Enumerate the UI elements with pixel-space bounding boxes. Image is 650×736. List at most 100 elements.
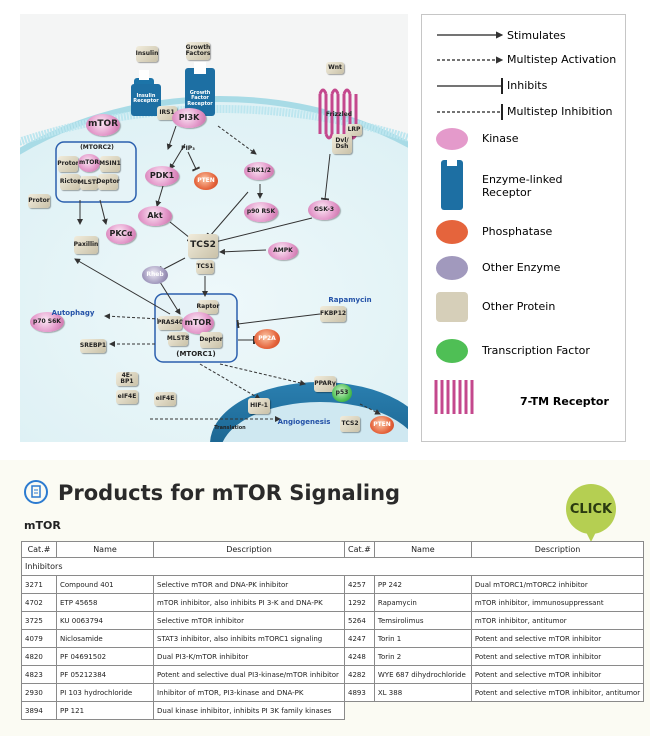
legend-multistep-activation: Multistep Activation	[507, 53, 617, 66]
srebp1-node: SREBP1	[80, 339, 106, 353]
p90rsk-kinase: p90 RSK	[244, 202, 278, 222]
product-name[interactable]: ETP 45658	[56, 593, 154, 612]
product-description: STAT3 inhibitor, also inhibits mTORC1 si…	[153, 629, 345, 648]
group-label: Inhibitors	[20, 557, 645, 576]
product-name[interactable]: PF 04691502	[56, 647, 154, 666]
product-description: Potent and selective dual PI3-kinase/mTO…	[153, 665, 345, 684]
product-name[interactable]: Rapamycin	[373, 593, 472, 612]
products-table: Cat.# Name Description Cat.# Name Descri…	[20, 541, 645, 720]
product-description: mTOR inhibitor, immunosuppressant	[470, 593, 645, 612]
cat-number: 4702	[21, 593, 57, 612]
section-label: mTOR	[24, 519, 61, 532]
col-desc-right: Description	[470, 541, 645, 558]
pathway-graphics	[20, 62, 408, 442]
p70s6k-kinase: p70 S6K	[30, 312, 64, 332]
mlst8-mtorc1-node: MLST8	[167, 332, 189, 346]
growth-factors-ligand: Growth Factors	[186, 42, 210, 60]
cat-number: 3725	[21, 611, 57, 630]
legend-7tm-receptor: 7-TM Receptor	[520, 395, 609, 408]
cat-number: 4079	[21, 629, 57, 648]
cat-number: 2930	[21, 683, 57, 702]
fkbp12-node: FKBP12	[320, 306, 346, 322]
col-name-left: Name	[56, 541, 154, 558]
tcs1-node: TCS1	[196, 260, 214, 274]
legend-multistep-inhibition: Multistep Inhibition	[507, 105, 613, 118]
product-name[interactable]: Temsirolimus	[373, 611, 472, 630]
dvl-node: Dvl/ Dsh	[332, 134, 352, 154]
cat-number: 1292	[344, 593, 375, 612]
legend-stimulates: Stimulates	[507, 29, 566, 42]
ppary-node: PPARγ	[314, 376, 336, 392]
msin1-node: MSIN1	[99, 156, 121, 172]
product-name[interactable]: Niclosamide	[56, 629, 154, 648]
akt-kinase: Akt	[138, 206, 172, 226]
raptor-node: Raptor	[197, 300, 219, 314]
col-desc-left: Description	[153, 541, 345, 558]
tcs2-node: TCS2	[188, 234, 218, 258]
rapamycin-label: Rapamycin	[328, 296, 372, 305]
product-description: Dual kinase inhibitor, inhibits PI 3K fa…	[153, 701, 345, 720]
product-description: mTOR inhibitor, antitumor	[470, 611, 645, 630]
erk-kinase: ERK1/2	[244, 162, 274, 180]
eif4e-node-a: eIF4E	[116, 390, 138, 404]
empty-cell	[345, 702, 375, 720]
p53-transcription-factor: p53	[332, 384, 352, 402]
angiogenesis-label: Angiogenesis	[277, 418, 331, 427]
col-name-right: Name	[373, 541, 472, 558]
legend-phosphatase: Phosphatase	[482, 225, 553, 238]
legend-transcription-factor: Transcription Factor	[482, 344, 590, 357]
product-description: Potent and selective mTOR inhibitor, ant…	[470, 683, 645, 702]
col-cat-left: Cat.#	[21, 541, 57, 558]
paxillin-node: Paxillin	[74, 236, 98, 254]
pp2a-phosphatase: PP2A	[254, 329, 280, 349]
mtor-kinase-top: mTOR	[86, 114, 120, 136]
legend-enzyme-receptor: Enzyme-linked Receptor	[482, 173, 563, 199]
pdk1-kinase: PDK1	[145, 166, 179, 186]
mlst8-mtorc2-node: MLST8	[78, 176, 100, 190]
product-name[interactable]: PF 05212384	[56, 665, 154, 684]
cat-number: 3894	[21, 701, 57, 720]
tcs2-nucleus-node: TCS2	[340, 416, 360, 432]
table-header-row: Cat.# Name Description Cat.# Name Descri…	[21, 541, 645, 558]
click-button[interactable]: CLICK	[566, 484, 616, 542]
insulin-receptor: Insulin Receptor	[133, 92, 159, 104]
product-name[interactable]: Torin 2	[373, 647, 472, 666]
eif4e-node-b: eIF4E	[154, 392, 176, 406]
cat-number: 4282	[344, 665, 375, 684]
legend-inhibits: Inhibits	[507, 79, 548, 92]
product-name[interactable]: PP 121	[56, 701, 154, 720]
4ebp1-node: 4E-BP1	[116, 372, 138, 386]
product-description: Potent and selective mTOR inhibitor	[470, 629, 645, 648]
product-name[interactable]: XL 388	[373, 683, 472, 702]
product-name[interactable]: KU 0063794	[56, 611, 154, 630]
product-name[interactable]: WYE 687 dihydrochloride	[373, 665, 472, 684]
product-description: Potent and selective mTOR inhibitor	[470, 647, 645, 666]
legend-graphics	[434, 31, 504, 414]
cat-number: 3271	[21, 575, 57, 594]
cat-number: 5264	[344, 611, 375, 630]
cat-number: 4257	[344, 575, 375, 594]
pten-phosphatase: PTEN	[194, 172, 218, 190]
legend-other-protein: Other Protein	[482, 300, 556, 313]
cat-number: 4247	[344, 629, 375, 648]
products-title: Products for mTOR Signaling	[58, 481, 401, 505]
product-name[interactable]: PI 103 hydrochloride	[56, 683, 154, 702]
cat-number: 4893	[344, 683, 375, 702]
pi3k-kinase: PI3K	[172, 108, 206, 128]
product-name[interactable]: Compound 401	[56, 575, 154, 594]
product-description: Potent and selective mTOR inhibitor	[470, 665, 645, 684]
legend-panel: Stimulates Multistep Activation Inhibits…	[421, 14, 626, 442]
product-name[interactable]: PP 242	[373, 575, 472, 594]
empty-cell	[374, 702, 471, 720]
pip3-node: PIP₃	[181, 144, 195, 152]
empty-cell	[471, 702, 643, 720]
protor-outside-node: Protor	[28, 194, 50, 208]
product-description: mTOR inhibitor, also inhibits PI 3-K and…	[153, 593, 345, 612]
product-name[interactable]: Torin 1	[373, 629, 472, 648]
